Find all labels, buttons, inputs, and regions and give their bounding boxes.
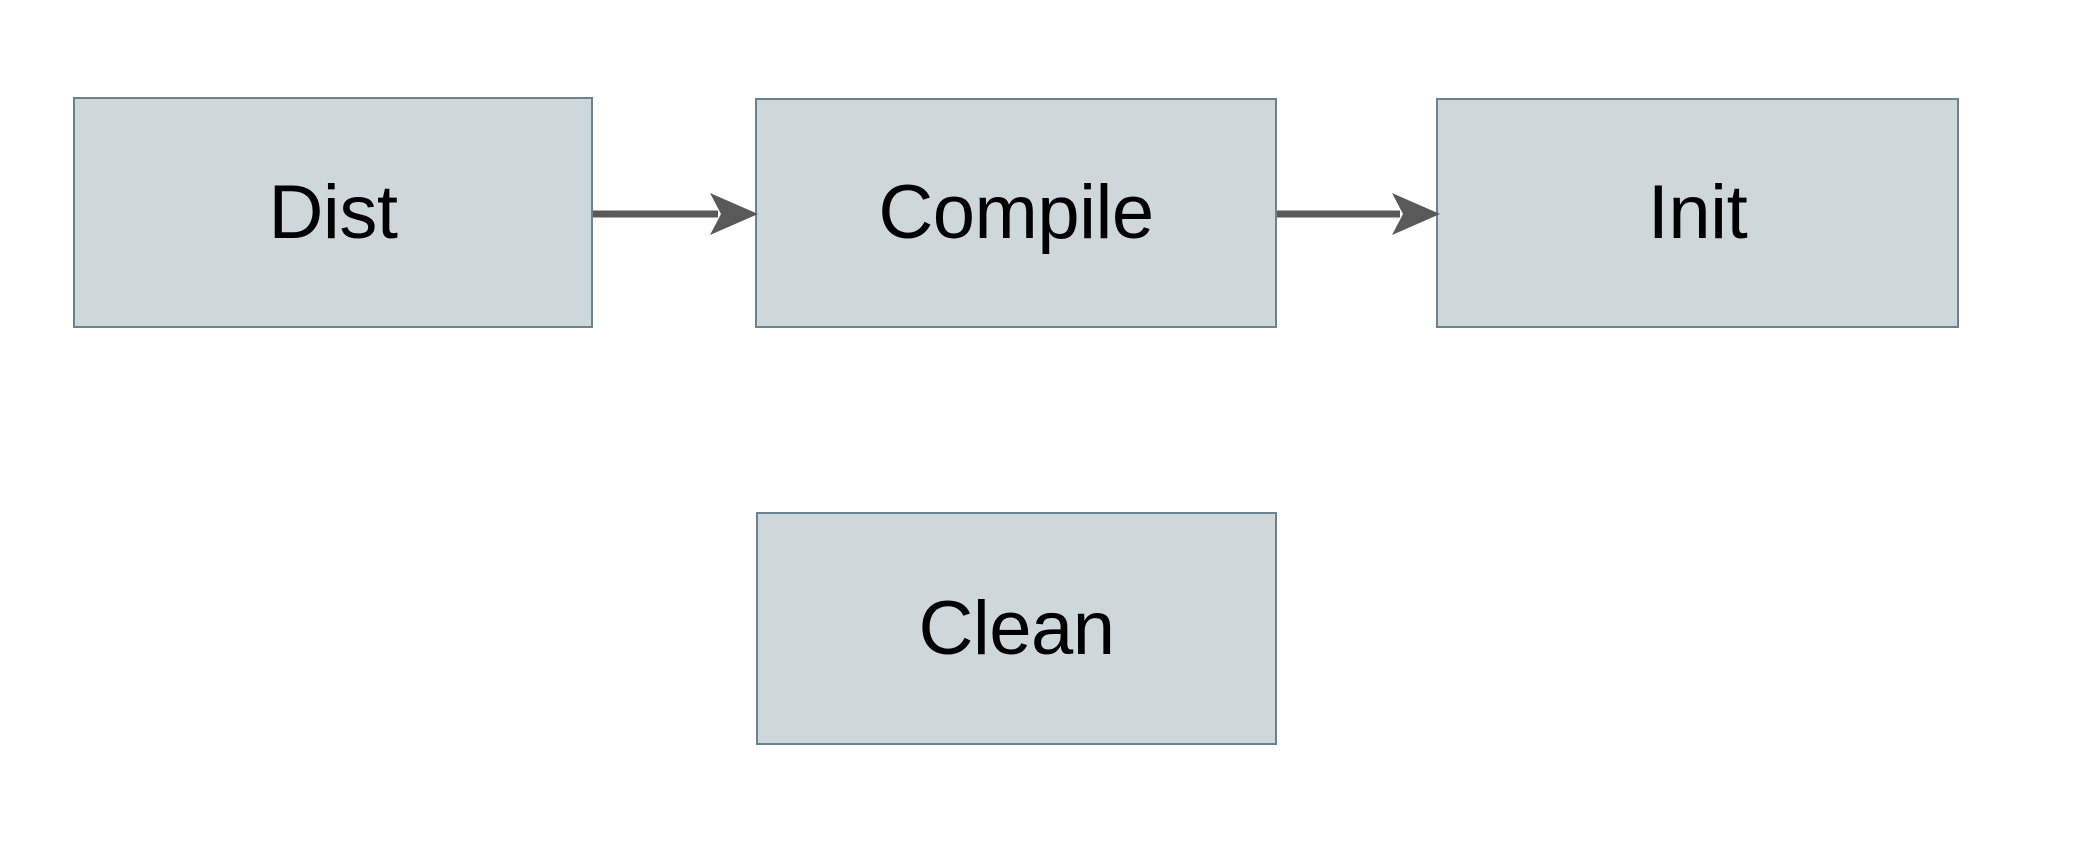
arrowhead-icon: [1392, 193, 1440, 235]
edge-dist-to-compile[interactable]: [590, 183, 760, 245]
edge-compile-to-init[interactable]: [1274, 183, 1442, 245]
node-clean[interactable]: Clean: [756, 512, 1277, 745]
node-compile-label: Compile: [878, 170, 1154, 255]
node-init[interactable]: Init: [1436, 98, 1959, 328]
node-dist-label: Dist: [268, 169, 398, 255]
node-dist[interactable]: Dist: [73, 97, 593, 328]
node-compile[interactable]: Compile: [755, 98, 1277, 328]
arrowhead-icon: [710, 193, 758, 235]
node-clean-label: Clean: [918, 585, 1115, 671]
node-init-label: Init: [1647, 170, 1748, 255]
